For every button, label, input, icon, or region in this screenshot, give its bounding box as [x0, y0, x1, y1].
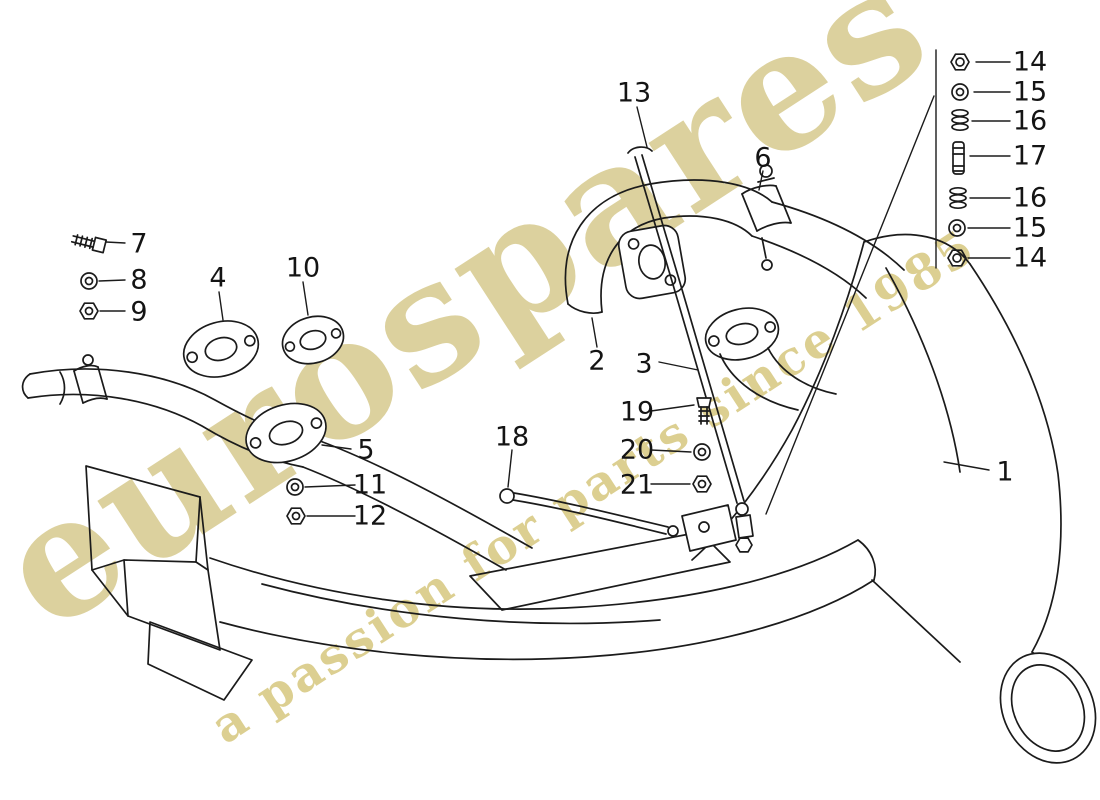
callout-6: 6: [754, 142, 772, 174]
callout-7: 7: [130, 228, 148, 260]
callout-14: 14: [1012, 242, 1048, 274]
washer-icon: [948, 219, 966, 237]
washer-icon: [80, 272, 98, 290]
callout-15: 15: [1012, 76, 1048, 108]
callout-1: 1: [996, 456, 1014, 488]
callout-4: 4: [209, 262, 227, 294]
callout-13: 13: [616, 77, 652, 109]
heat-exchanger-box: [85, 465, 253, 701]
callout-21: 21: [619, 469, 655, 501]
callout-12: 12: [352, 500, 388, 532]
callout-19: 19: [619, 396, 655, 428]
gasket: [281, 315, 345, 365]
callout-2: 2: [588, 345, 606, 377]
callout-10: 10: [285, 252, 321, 284]
callout-8: 8: [130, 264, 148, 296]
lower-silencer-body: [209, 531, 877, 661]
callout-3: 3: [635, 348, 653, 380]
callout-14: 14: [1012, 46, 1048, 78]
nut-icon: [950, 53, 970, 71]
gasket: [182, 320, 260, 378]
tailpipe: [999, 652, 1097, 764]
mount-bracket: [681, 504, 737, 552]
stud-icon: [952, 141, 965, 175]
callout-17: 17: [1012, 140, 1048, 172]
callout-5: 5: [357, 434, 375, 466]
spring-icon: [951, 108, 969, 132]
leader-lines: [98, 49, 1011, 517]
nut-icon: [286, 507, 306, 525]
callout-16: 16: [1012, 182, 1048, 214]
exhaust-flange: [704, 307, 780, 361]
callout-16: 16: [1012, 105, 1048, 137]
callout-11: 11: [352, 469, 388, 501]
nut-icon: [947, 249, 967, 267]
bolt-icon: [696, 397, 712, 425]
exhaust-flange: [245, 402, 327, 464]
callout-18: 18: [494, 421, 530, 453]
bolt-icon: [70, 234, 108, 254]
support-rod: [627, 146, 754, 553]
nut-icon: [692, 475, 712, 493]
cross-pipes: [302, 440, 533, 571]
callout-20: 20: [619, 434, 655, 466]
callout-9: 9: [130, 296, 148, 328]
callout-15: 15: [1012, 212, 1048, 244]
washer-icon: [951, 83, 969, 101]
nut-icon: [79, 302, 99, 320]
lock-washer-icon: [286, 478, 304, 496]
downpipe: [719, 347, 837, 411]
spring-icon: [949, 186, 967, 210]
strut-rod: [499, 488, 679, 537]
washer-icon: [693, 443, 711, 461]
